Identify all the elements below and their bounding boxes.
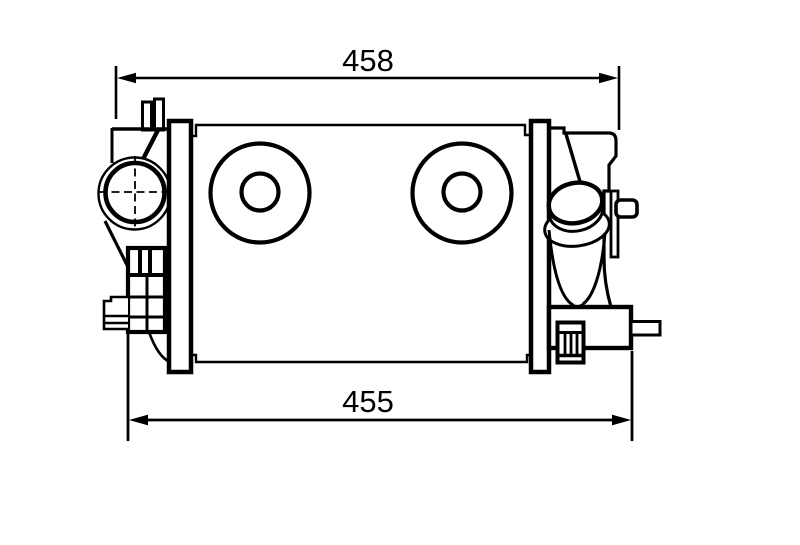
- tank-tab: [153, 97, 165, 132]
- arrowhead-left-icon: [117, 72, 136, 84]
- port-body-right: [582, 232, 607, 306]
- left-inlet-port: [97, 156, 172, 231]
- arrowhead-right-icon: [612, 414, 631, 426]
- port-body-left: [547, 229, 574, 307]
- tank-chamfer-edge: [564, 133, 583, 186]
- port-cap: [546, 180, 605, 226]
- arrowhead-left-icon: [129, 414, 148, 426]
- side-bracket: [102, 295, 128, 331]
- core-hole-right-outer: [410, 141, 514, 245]
- tank-lower-edge: [103, 220, 130, 268]
- dimension-top-width: 458: [114, 43, 621, 130]
- right-outlet-port: [543, 180, 611, 308]
- left-side-plate: [166, 118, 194, 375]
- core-hole-left-outer: [208, 141, 312, 245]
- dimension-bottom-label: 455: [342, 384, 394, 419]
- core-hole-left-inner: [239, 171, 281, 213]
- radiator-core: [166, 118, 552, 375]
- mounting-pin-lower: [629, 320, 662, 337]
- dimension-top-label: 458: [342, 43, 394, 78]
- dimension-bottom-width: 455: [126, 334, 634, 441]
- core-top-edge: [191, 123, 531, 138]
- mounting-pin-upper: [614, 198, 639, 219]
- core-hole-right-inner: [441, 171, 483, 213]
- pin-base-plate: [609, 189, 620, 259]
- tank-outline: [549, 126, 618, 308]
- right-tank: [543, 126, 662, 365]
- tank-tab: [141, 100, 153, 132]
- arrowhead-right-icon: [599, 72, 618, 84]
- right-bracket-block: [546, 304, 662, 365]
- left-tank: [97, 97, 172, 364]
- core-bottom-edge: [191, 353, 531, 364]
- left-connector-block: [102, 245, 168, 335]
- right-side-plate: [528, 118, 552, 375]
